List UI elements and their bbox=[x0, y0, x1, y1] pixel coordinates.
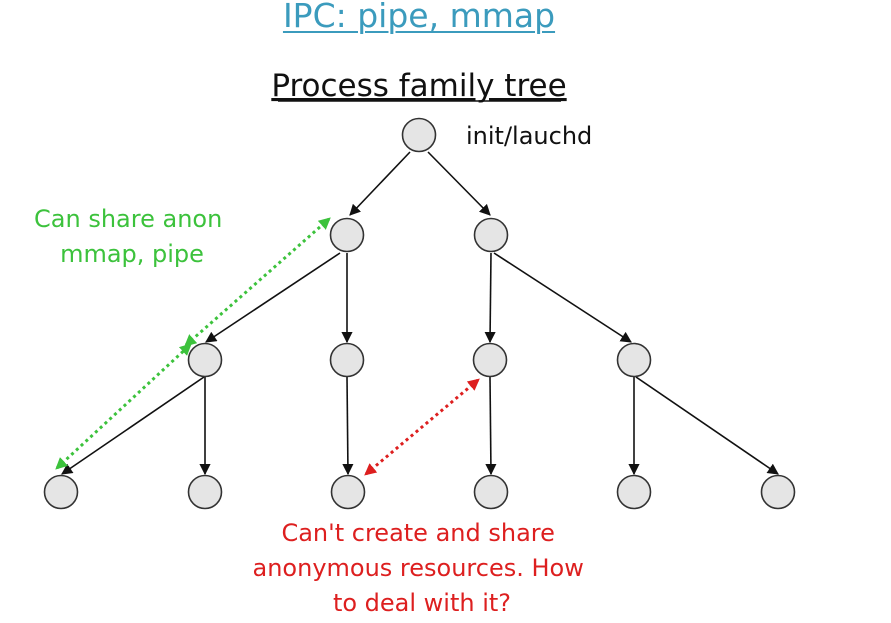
can-share-note-line-2: mmap, pipe bbox=[60, 240, 204, 268]
process-node-e bbox=[472, 342, 508, 378]
process-node-i bbox=[330, 474, 366, 510]
process-node-k bbox=[616, 474, 652, 510]
process-node-l bbox=[760, 474, 796, 510]
cannot-share-note: Can't create and share anonymous resourc… bbox=[253, 519, 592, 617]
process-node-h bbox=[187, 474, 223, 510]
edge-b-f bbox=[493, 252, 632, 343]
can-share-arrow-1 bbox=[184, 217, 331, 347]
edge-f-l bbox=[635, 376, 779, 475]
process-node-g bbox=[43, 474, 79, 510]
can-share-note: Can share anon mmap, pipe bbox=[34, 205, 230, 268]
process-node-j bbox=[473, 474, 509, 510]
process-node-c bbox=[187, 342, 223, 378]
edge-d-i bbox=[342, 376, 354, 476]
tree-nodes bbox=[43, 117, 796, 510]
edge-c-g bbox=[61, 376, 205, 475]
edge-b-e bbox=[484, 252, 496, 344]
cannot-share-note-line-2: anonymous resources. How bbox=[253, 554, 584, 582]
process-node-root bbox=[401, 117, 437, 153]
slide-title: IPC: pipe, mmap bbox=[282, 0, 556, 35]
edge-root-a bbox=[349, 151, 411, 216]
process-node-a bbox=[329, 217, 365, 253]
root-process-label: init/lauchd bbox=[466, 122, 592, 150]
cannot-share-note-line-3: to deal with it? bbox=[333, 589, 511, 617]
process-node-f bbox=[616, 342, 652, 378]
edge-e-j bbox=[485, 376, 497, 476]
cannot-share-arrow bbox=[364, 378, 480, 476]
tree-edges bbox=[61, 151, 779, 476]
process-node-b bbox=[473, 217, 509, 253]
process-node-d bbox=[329, 342, 365, 378]
cannot-share-note-line-1: Can't create and share bbox=[281, 519, 554, 547]
diagram-subtitle: Process family tree bbox=[271, 68, 566, 104]
can-share-note-line-1: Can share anon bbox=[34, 205, 222, 233]
can-share-arrow-2 bbox=[55, 343, 192, 470]
edge-root-b bbox=[427, 151, 491, 216]
